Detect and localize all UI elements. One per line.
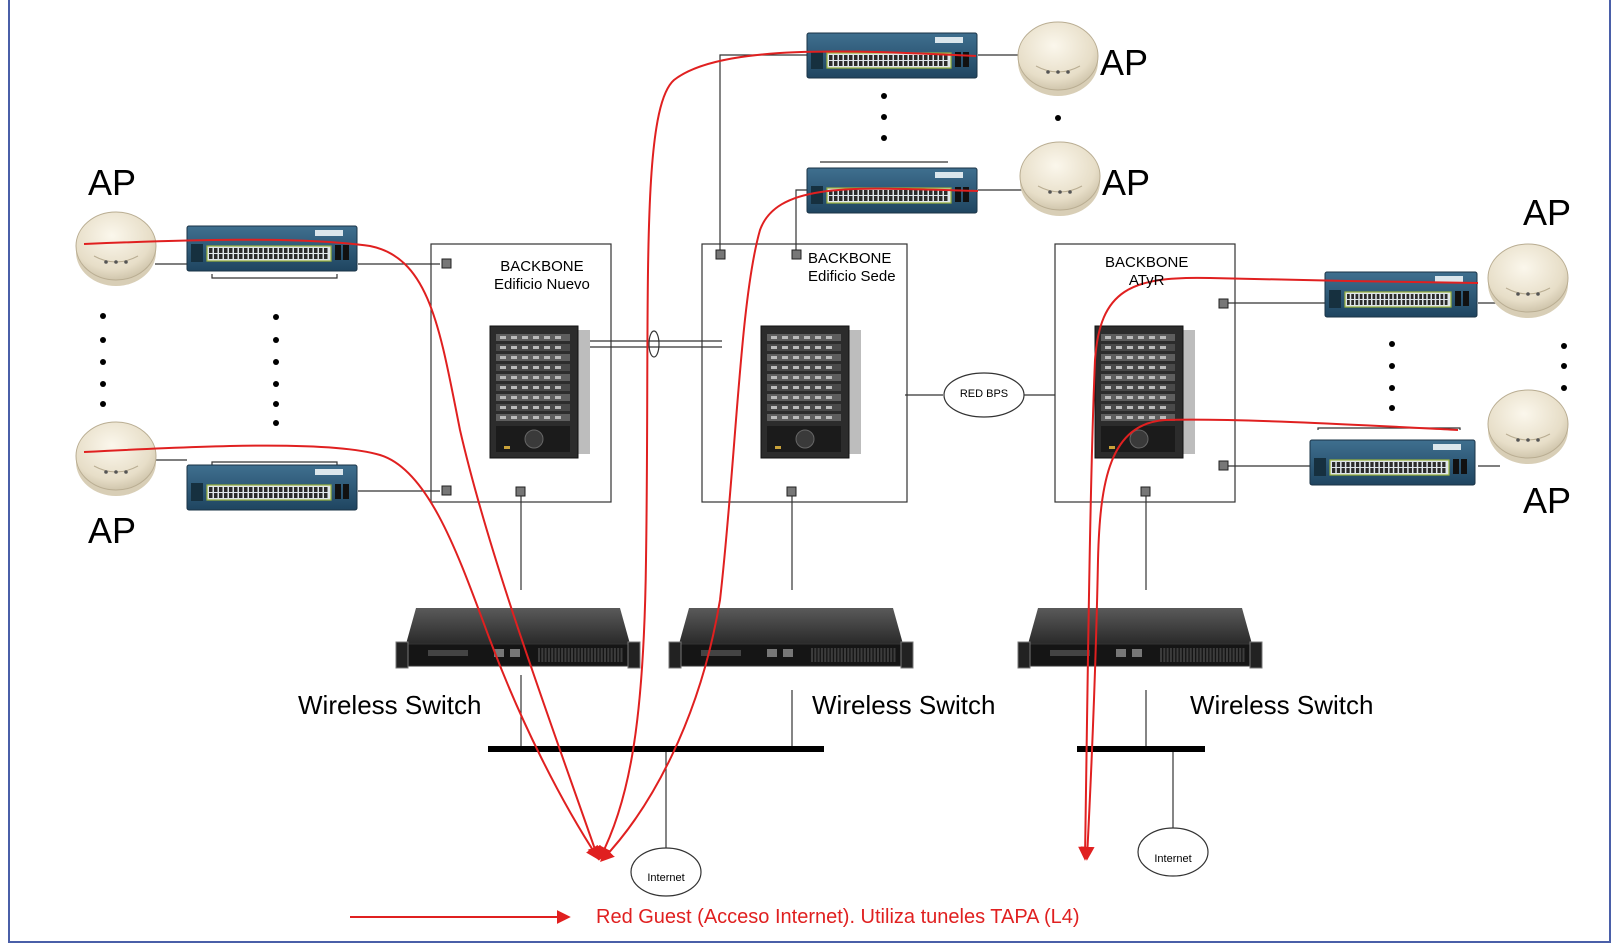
core-chassis-icon: [489, 325, 590, 459]
wireless-switch-icon: [668, 608, 914, 669]
link-line: [719, 54, 807, 255]
access-switch-icon: [186, 225, 358, 272]
tunnel-path: [600, 187, 979, 863]
core-chassis-icon: [1094, 325, 1195, 459]
access-switch-icon: [806, 32, 978, 79]
backbone-subtitle: ATyR: [1128, 272, 1165, 289]
dot-markers: [100, 93, 1567, 426]
backbone-title: BACKBONE: [808, 250, 892, 267]
backbone-title: BACKBONE: [500, 258, 584, 275]
port-squares: [441, 249, 1229, 497]
internet-label: Internet: [647, 872, 685, 884]
access-switch-icon: [186, 464, 358, 511]
backbone-box-nuevo: [430, 243, 612, 503]
wireless-switch-label: Wireless Switch: [812, 690, 996, 720]
tunnel-path: [598, 50, 977, 861]
bundle-mark: [648, 330, 660, 358]
ap-label: AP: [1523, 480, 1572, 521]
access-point-icon: [1487, 389, 1569, 464]
access-point-icon: [75, 211, 157, 286]
red-bps-cloud: [943, 372, 1025, 418]
ap-label: AP: [1523, 192, 1572, 233]
bracket-mark: [211, 274, 338, 279]
access-switch-icon: [1309, 439, 1476, 486]
wireless-switch-label: Wireless Switch: [298, 690, 482, 720]
access-point-icon: [1017, 21, 1099, 96]
access-point-icon: [75, 421, 157, 496]
access-point-icon: [1019, 141, 1101, 216]
ap-label: AP: [88, 510, 137, 551]
tunnel-path: [83, 238, 601, 861]
backbone-subtitle: Edificio Nuevo: [494, 276, 590, 293]
backbone-box-atyr: [1054, 243, 1236, 503]
legend-text: Red Guest (Acceso Internet). Utiliza tun…: [596, 906, 1080, 928]
wireless-switch-icon: [395, 608, 641, 669]
internet-label: Internet: [1154, 853, 1192, 865]
backbone-label-sede: BACKBONE Edificio Sede: [808, 250, 896, 286]
internet-cloud-left: [630, 847, 702, 897]
wireless-switch-label: Wireless Switch: [1190, 690, 1374, 720]
access-switch-icon: [1324, 271, 1478, 318]
backbone-label-atyr: BACKBONE ATyR: [1105, 254, 1188, 290]
backbone-label-nuevo: BACKBONE Edificio Nuevo: [494, 258, 590, 294]
backbone-subtitle: Edificio Sede: [808, 268, 896, 285]
guest-tunnel-paths: [83, 50, 1479, 924]
ap-label: AP: [1100, 42, 1149, 83]
ap-label: AP: [1102, 162, 1151, 203]
red-bps-label: RED BPS: [959, 388, 1009, 400]
access-switch-icon: [806, 167, 978, 214]
wireless-switch-icon: [1017, 608, 1263, 669]
bus-bar-right: [1077, 746, 1205, 752]
access-point-icon: [1487, 243, 1569, 318]
tunnel-path: [83, 444, 600, 861]
link-line: [795, 189, 807, 255]
core-chassis-icon: [760, 325, 861, 459]
backbone-box-sede: [701, 243, 908, 503]
tunnel-path: [1080, 418, 1459, 861]
tunnel-path: [1078, 276, 1479, 861]
internet-cloud-right: [1137, 827, 1209, 877]
bus-bar-left: [488, 746, 824, 752]
ap-label: AP: [88, 162, 137, 203]
bracket-mark: [1317, 427, 1461, 430]
backbone-title: BACKBONE: [1105, 254, 1189, 271]
